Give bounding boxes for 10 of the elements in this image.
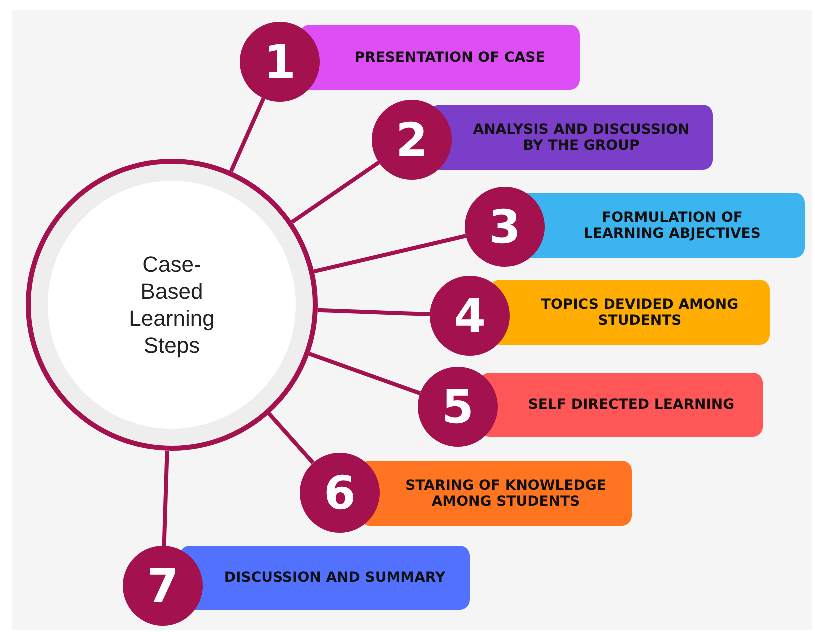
step-label-bar: DISCUSSION AND SUMMARY — [180, 546, 470, 610]
center-title: Case-Based Learning Steps — [128, 251, 216, 359]
connector-line — [162, 450, 170, 546]
connector-line — [229, 98, 266, 172]
step-label-bar: PRESENTATION OF CASE — [300, 25, 580, 90]
connector-line — [318, 308, 430, 317]
connector-line — [268, 412, 315, 464]
connector-line — [308, 352, 421, 396]
connector-line — [314, 234, 467, 274]
connector-line — [291, 161, 380, 224]
